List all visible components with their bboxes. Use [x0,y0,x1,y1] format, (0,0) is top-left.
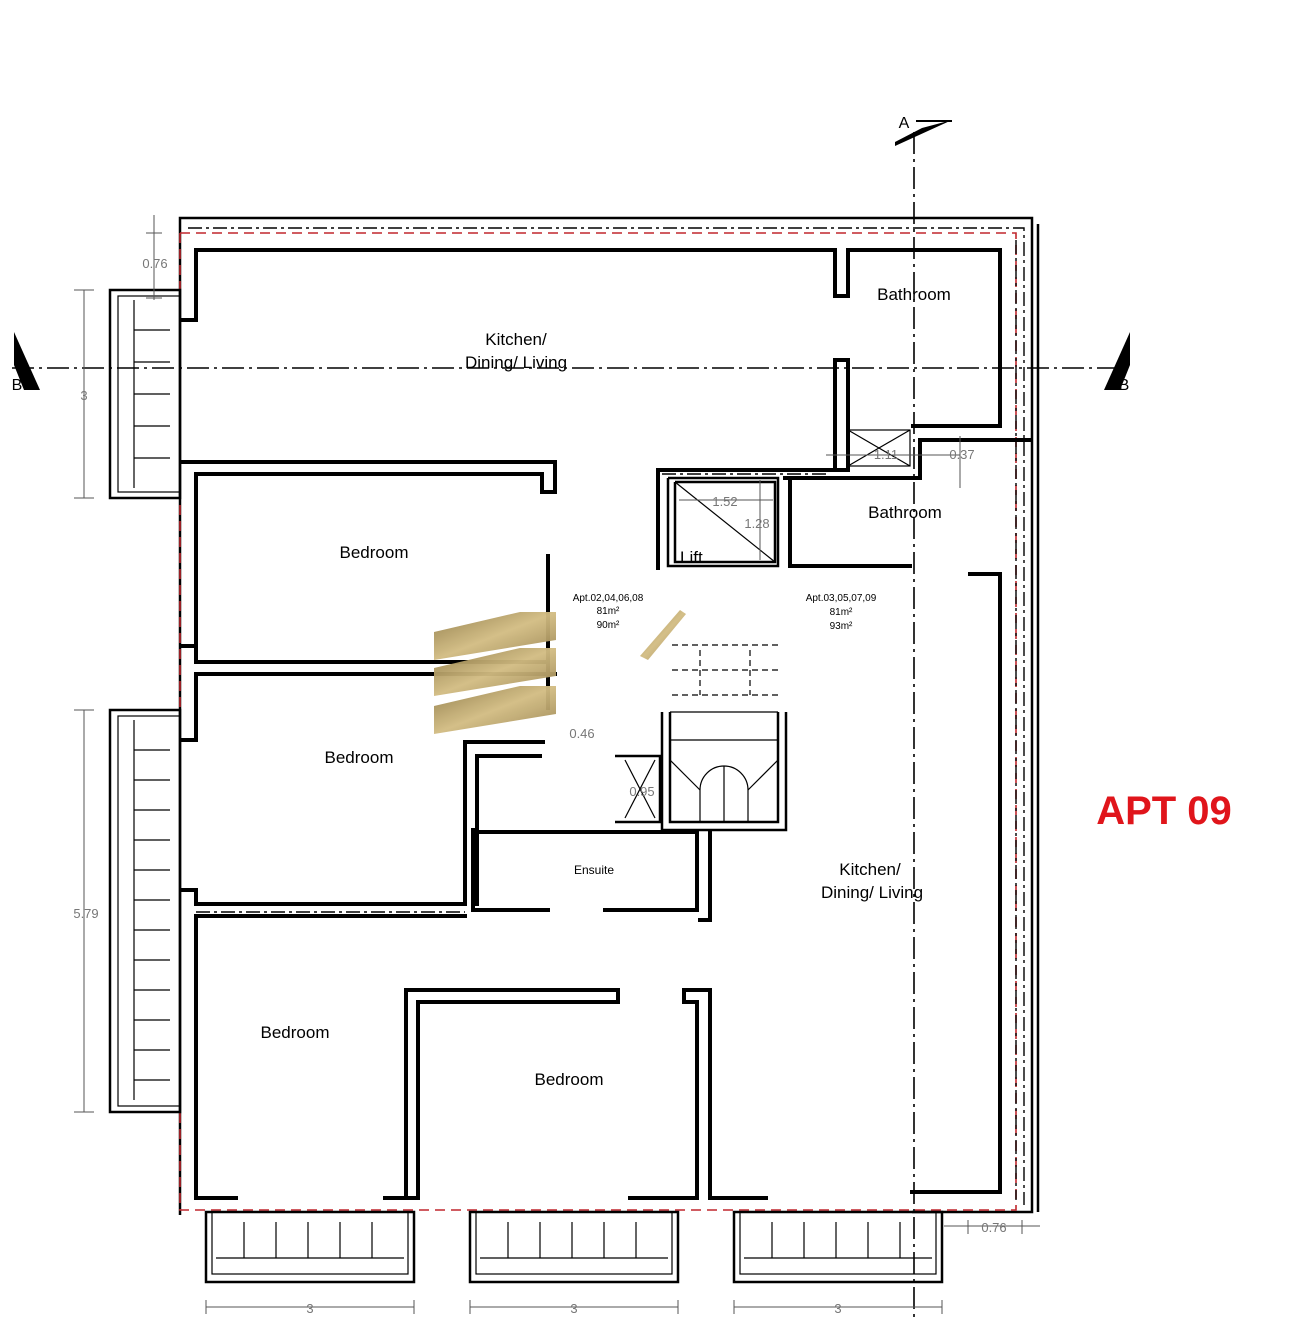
apartment-label: APT 09 [1096,789,1232,833]
section-mark-b-left: B [12,377,23,394]
outer-wall [178,216,1040,1215]
room-label-bedroom-4: Bedroom [535,1070,604,1089]
room-label-kitchen-top-2: Dining/ Living [465,353,567,372]
balcony-bottom-3 [732,1210,944,1284]
room-label-kitchen-bottom-1: Kitchen/ [839,860,901,879]
room-label-bedroom-1: Bedroom [340,543,409,562]
area-right-1: Apt.03,05,07,09 [806,593,877,604]
area-left-3: 90m² [597,620,620,631]
dim-balcony-bottom-3: 3 [834,1301,841,1316]
balcony-bottom-2 [468,1210,680,1284]
section-line-a [895,120,952,1319]
dim-stair-gap: 0.46 [569,726,594,741]
dim-balcony-left-bottom: 5.79 [73,906,98,921]
dim-shaft-b: 0.37 [949,447,974,462]
dim-lift-width: 1.52 [712,494,737,509]
section-line-b [12,332,1130,390]
room-label-kitchen-top-1: Kitchen/ [485,330,547,349]
dim-lift-height: 1.28 [744,516,769,531]
room-label-bathroom-mid: Bathroom [868,503,942,522]
room-label-bedroom-2: Bedroom [325,748,394,767]
room-label-bathroom-top: Bathroom [877,285,951,304]
balcony-left-top [108,288,182,500]
dim-bottom-right: 0.76 [981,1220,1006,1235]
balcony-left-bottom [108,708,182,1114]
dim-top-left: 0.76 [142,256,167,271]
dim-duct: 0.95 [629,784,654,799]
dim-balcony-bottom-1: 3 [306,1301,313,1316]
dim-balcony-left-top: 3 [80,388,87,403]
room-label-kitchen-bottom-2: Dining/ Living [821,883,923,902]
area-right-2: 81m² [830,607,853,618]
dimension-lines [74,215,1040,1314]
area-left-2: 81m² [597,606,620,617]
room-label-bedroom-3: Bedroom [261,1023,330,1042]
balcony-bottom-1 [204,1210,416,1284]
area-right-3: 93m² [830,621,853,632]
watermark-logo [434,610,686,734]
section-mark-a: A [899,115,910,132]
dim-shaft-a: 1.11 [874,447,898,462]
dim-balcony-bottom-2: 3 [570,1301,577,1316]
area-left-1: Apt.02,04,06,08 [573,593,644,604]
room-label-ensuite: Ensuite [574,863,614,877]
room-label-lift: Lift [680,548,703,567]
interior-walls [180,240,1032,1200]
section-mark-b-right: B [1119,377,1130,394]
